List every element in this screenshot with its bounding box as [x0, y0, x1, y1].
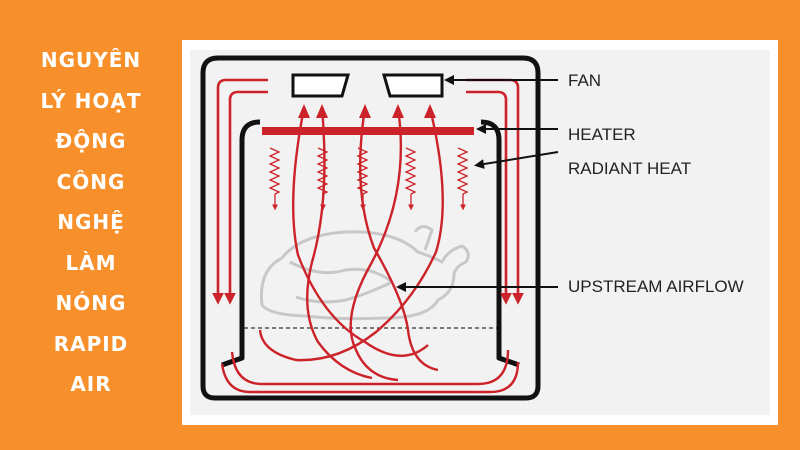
upstream-airflow-label: UPSTREAM AIRFLOW — [568, 277, 744, 296]
radiant-heat — [268, 147, 469, 211]
side-title-line: RAPID — [53, 331, 129, 356]
heater-label: HEATER — [568, 125, 636, 144]
side-title-line: NÓNG — [55, 291, 127, 315]
side-title-line: NGHỆ — [57, 210, 125, 234]
side-title-line: AIR — [70, 372, 112, 396]
fan-blade-right — [382, 73, 444, 98]
basket-wall-left — [221, 119, 261, 368]
chicken-outline — [259, 225, 470, 321]
upstream-airflow — [258, 107, 444, 382]
radiant-heat-pointer — [474, 151, 559, 169]
side-title-line: CÔNG — [56, 169, 126, 194]
pointer-lines — [396, 75, 559, 292]
diagram-background — [190, 50, 770, 415]
fan-label: FAN — [568, 71, 601, 90]
side-title-line: ĐỘNG — [55, 129, 127, 153]
side-title: NGUYÊN LÝ HOẠT ĐỘNG CÔNG NGHỆ LÀM NÓNG R… — [0, 40, 182, 405]
upstream-arrowheads — [298, 104, 436, 118]
side-title-line: LÝ HOẠT — [40, 88, 142, 113]
floor-airflow — [220, 349, 520, 394]
outer-housing — [200, 55, 541, 401]
side-title-line: NGUYÊN — [40, 48, 142, 72]
radiant-heat-label: RADIANT HEAT — [568, 159, 691, 178]
diagram-panel — [182, 40, 778, 425]
fan-blade-left — [291, 73, 350, 98]
side-title-line: LÀM — [65, 250, 117, 275]
